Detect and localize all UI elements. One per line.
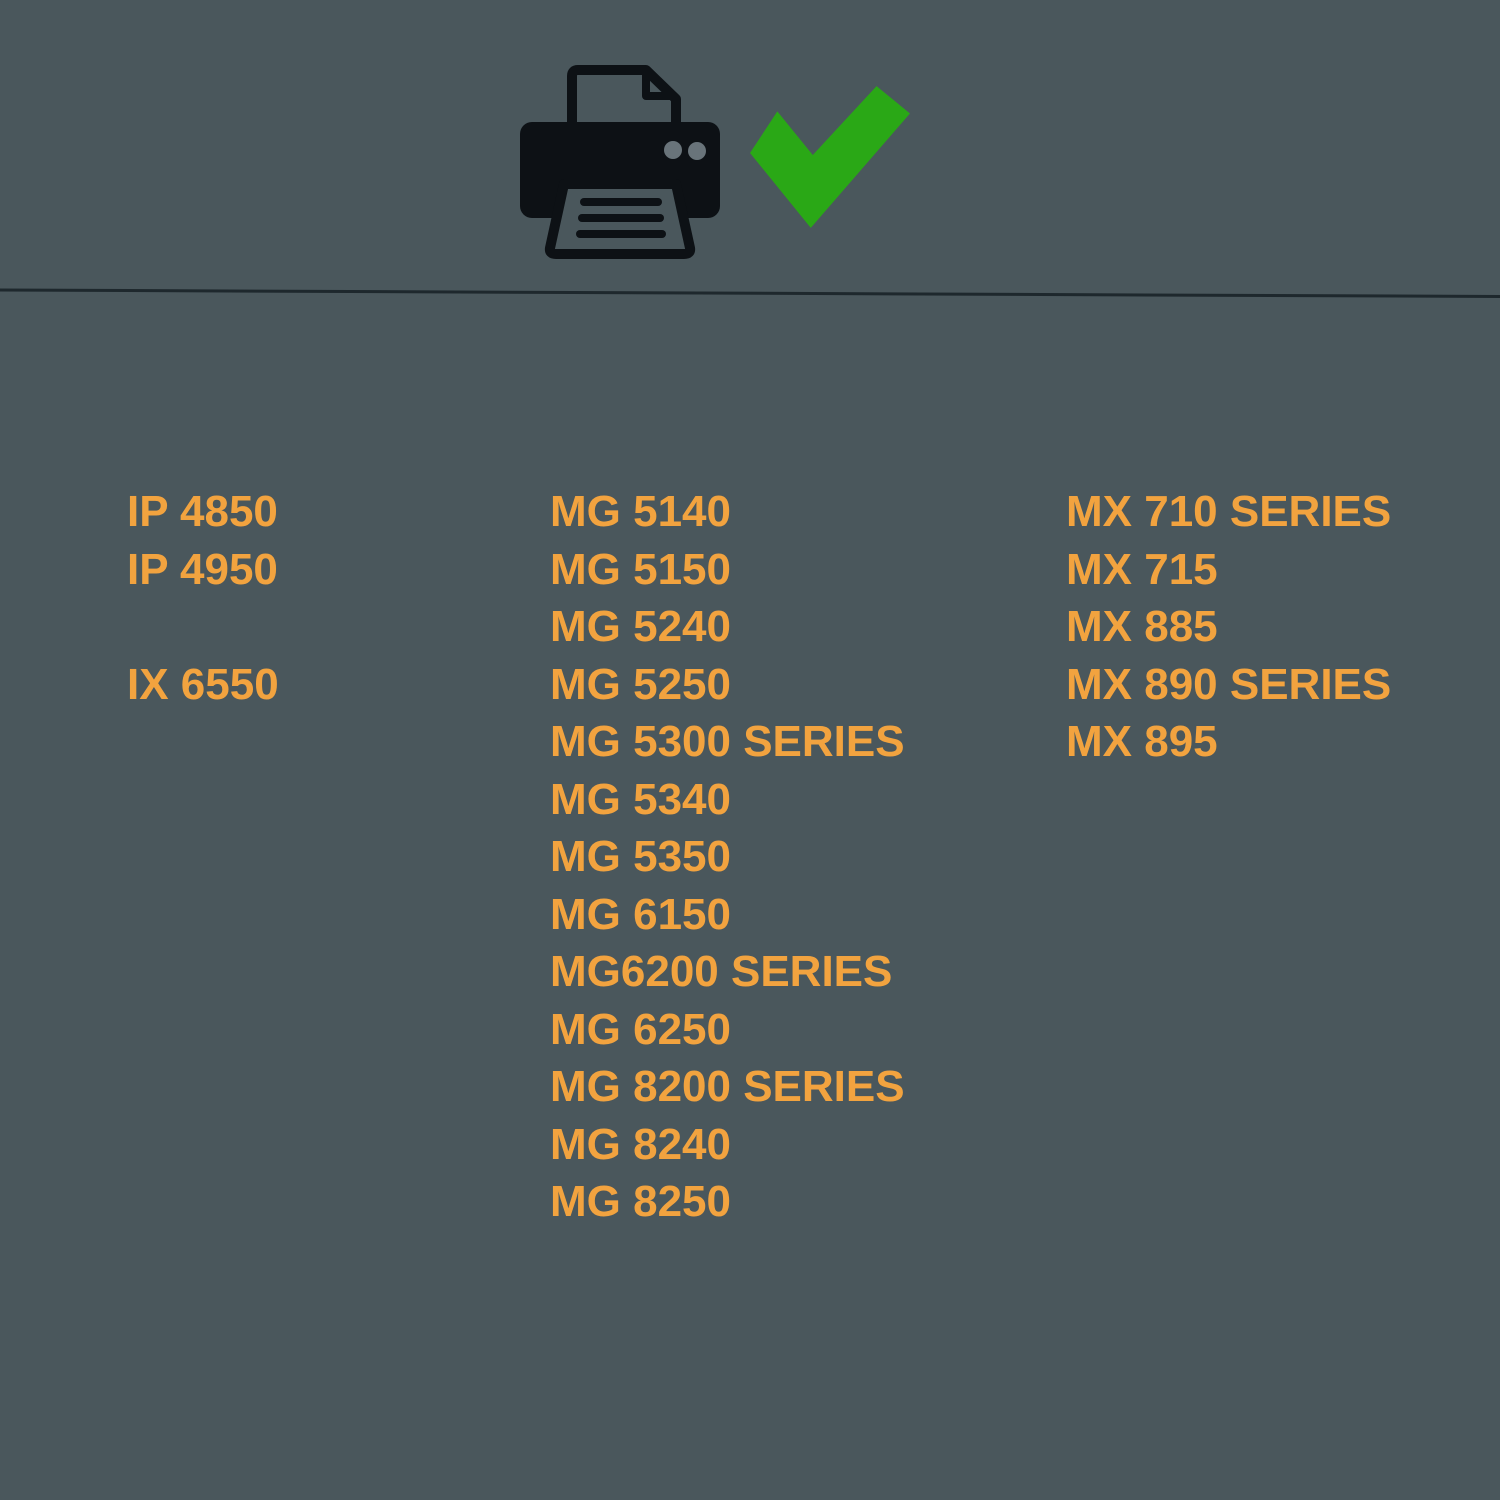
- printer-model: MG 6250: [550, 1004, 731, 1054]
- compatibility-column-2: MG 5140 MG 5150 MG 5240 MG 5250 MG 5300 …: [550, 483, 905, 1231]
- compatibility-column-1: IP 4850 IP 4950 IX 6550: [127, 483, 279, 713]
- printer-model: MG 8250: [550, 1177, 731, 1226]
- printer-model: MG 8200 SERIES: [550, 1062, 905, 1111]
- printer-model: MG 5300 SERIES: [550, 717, 905, 766]
- printer-icon-svg: [520, 65, 720, 259]
- printer-model: MX 710 SERIES: [1066, 487, 1392, 536]
- printer-model: MX 895: [1066, 717, 1218, 766]
- printer-model: MX 890 SERIES: [1066, 659, 1392, 709]
- printer-model: MG 5150: [550, 544, 731, 594]
- checkmark-icon-svg: [750, 86, 910, 228]
- printer-model: IX 6550: [127, 659, 279, 709]
- printer-model: IP 4850: [127, 487, 278, 536]
- printer-model: MG6200 SERIES: [550, 947, 893, 996]
- printer-model: MG 8240: [550, 1119, 731, 1169]
- printer-model: MG 6150: [550, 889, 731, 939]
- printer-model: MG 5250: [550, 659, 731, 709]
- checkmark-icon: [750, 84, 912, 232]
- printer-icon: [518, 62, 722, 260]
- printer-model-spacer: [127, 598, 279, 656]
- printer-model: MG 5340: [550, 774, 731, 824]
- printer-model: IP 4950: [127, 544, 278, 594]
- compatibility-column-3: MX 710 SERIES MX 715 MX 885 MX 890 SERIE…: [1066, 483, 1391, 771]
- printer-model: MG 5350: [550, 832, 731, 881]
- printer-model: MX 715: [1066, 544, 1218, 594]
- printer-model: MG 5240: [550, 602, 731, 651]
- printer-model: MG 5140: [550, 487, 731, 536]
- printer-model: MX 885: [1066, 602, 1218, 651]
- header: [0, 0, 1500, 290]
